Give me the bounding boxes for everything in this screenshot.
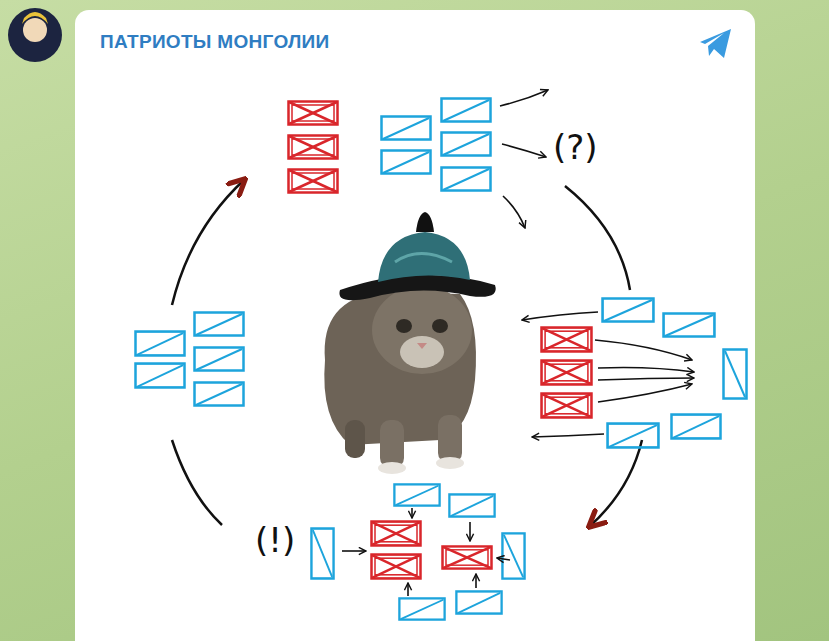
leader-arrow (595, 340, 692, 360)
red-box (372, 522, 421, 546)
cat-illustration (324, 212, 495, 474)
cat-head (372, 286, 472, 374)
blue-box (394, 484, 439, 505)
red-box (542, 361, 592, 385)
red-box (289, 102, 338, 125)
cat-nose (417, 343, 427, 349)
leader-arrow (500, 90, 548, 106)
blue-box (399, 598, 444, 619)
cat-eye (432, 319, 448, 333)
leader-arrow (497, 558, 510, 560)
leader-arrow (502, 144, 546, 157)
exclamation-note: (!) (255, 520, 295, 560)
blue-box (672, 415, 721, 439)
leader-arrow (598, 384, 692, 402)
cat-muzzle (400, 336, 444, 368)
leader-arrow (532, 434, 604, 437)
cat-paw (436, 457, 464, 469)
blue-box (449, 494, 494, 516)
hat-brim (339, 275, 495, 301)
avatar-hair (22, 12, 48, 24)
leader-arrow (411, 508, 413, 518)
channel-avatar (8, 8, 62, 62)
leader-arrow (342, 550, 366, 552)
leader-arrow (407, 583, 409, 596)
cat-leg (438, 415, 462, 463)
blue-box (456, 591, 501, 613)
leader-arrow (598, 378, 694, 380)
red-box (542, 328, 592, 352)
blue-box (603, 299, 654, 322)
question-mark-note: (?) (553, 127, 598, 167)
message-bubble (75, 10, 755, 641)
hat-shine (395, 254, 452, 263)
leader-arrow (522, 312, 598, 320)
blue-box (311, 529, 333, 579)
cat-eye (396, 319, 412, 333)
avatar-face (23, 18, 47, 42)
cycle-arc (590, 440, 642, 526)
blue-box (195, 313, 244, 336)
red-box (443, 546, 492, 568)
leader-arrow (598, 368, 694, 373)
blue-box (136, 332, 185, 356)
blue-box (382, 117, 431, 140)
cycle-arc (172, 180, 244, 305)
cat-leg (380, 420, 404, 468)
telegram-icon (700, 29, 731, 58)
blue-box (195, 383, 244, 406)
red-box (289, 170, 338, 193)
hat-knob (416, 212, 434, 232)
cycle-arc (565, 186, 630, 290)
red-box (372, 555, 421, 579)
blue-box (442, 99, 491, 122)
cycle-arc (172, 440, 222, 525)
blue-box (136, 364, 185, 388)
red-box (289, 136, 338, 159)
leader-arrow (503, 196, 525, 228)
red-box (542, 394, 592, 418)
leader-arrow (475, 574, 477, 588)
blue-box (442, 168, 491, 191)
blue-box (382, 151, 431, 174)
channel-title: ПАТРИОТЫ МОНГОЛИИ (100, 31, 330, 53)
blue-box (442, 133, 491, 156)
blue-box (195, 348, 244, 371)
blue-box (664, 314, 715, 337)
cat-leg (345, 420, 365, 458)
cat-paw (378, 462, 406, 474)
hat-dome (378, 232, 470, 282)
blue-box (608, 424, 659, 448)
blue-box (502, 533, 524, 578)
leader-arrow (469, 522, 471, 541)
blue-box (724, 350, 747, 399)
